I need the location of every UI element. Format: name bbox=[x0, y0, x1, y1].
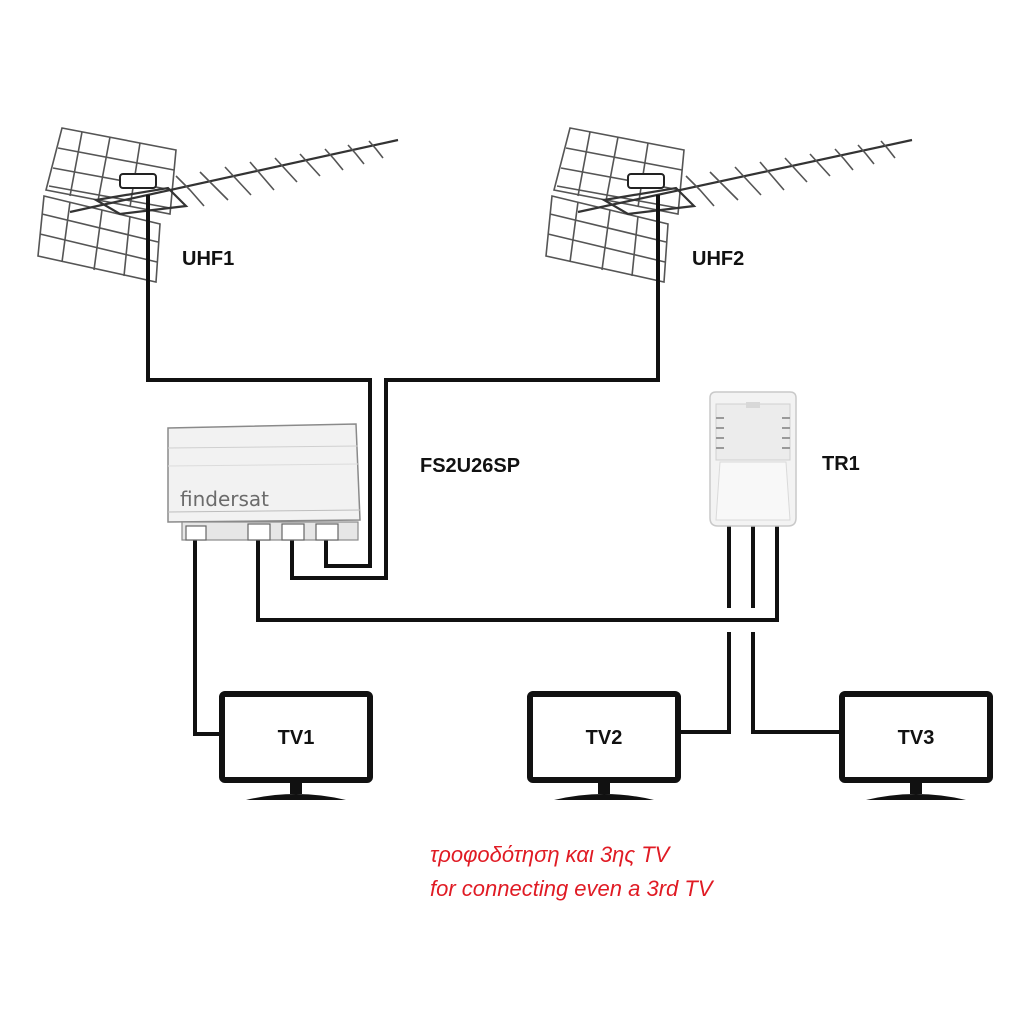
multiswitch-label: FS2U26SP bbox=[420, 455, 520, 477]
tv3-cable bbox=[751, 632, 842, 734]
tv1-cable bbox=[193, 540, 222, 736]
uhf2-antenna bbox=[545, 127, 913, 283]
tv3: TV3 bbox=[839, 691, 993, 800]
device-brand: findersat bbox=[180, 487, 269, 511]
tv2: TV2 bbox=[527, 691, 681, 800]
note-english: for connecting even a 3rd TV bbox=[430, 876, 715, 901]
tr1-label: TR1 bbox=[822, 453, 860, 475]
tr1-power-supply bbox=[709, 391, 797, 527]
note-greek: τροφοδότηση και 3ης TV bbox=[430, 842, 672, 867]
uhf1-antenna bbox=[37, 127, 399, 283]
cables bbox=[146, 195, 842, 736]
uhf1-cable bbox=[146, 195, 372, 568]
tv3-label: TV3 bbox=[898, 727, 935, 749]
tv1: TV1 bbox=[219, 691, 373, 800]
shared-output-cable bbox=[256, 526, 779, 622]
uhf1-label: UHF1 bbox=[182, 248, 234, 270]
tv2-label: TV2 bbox=[586, 727, 623, 749]
uhf2-cable bbox=[290, 195, 660, 580]
tv1-label: TV1 bbox=[278, 727, 315, 749]
port-in-uhf2 bbox=[281, 523, 305, 541]
port-out-1 bbox=[185, 525, 207, 541]
tv2-cable bbox=[676, 632, 731, 734]
multiswitch-device: findersat bbox=[167, 423, 361, 541]
port-out-2 bbox=[247, 523, 271, 541]
port-in-uhf1 bbox=[315, 523, 339, 541]
uhf2-label: UHF2 bbox=[692, 248, 744, 270]
